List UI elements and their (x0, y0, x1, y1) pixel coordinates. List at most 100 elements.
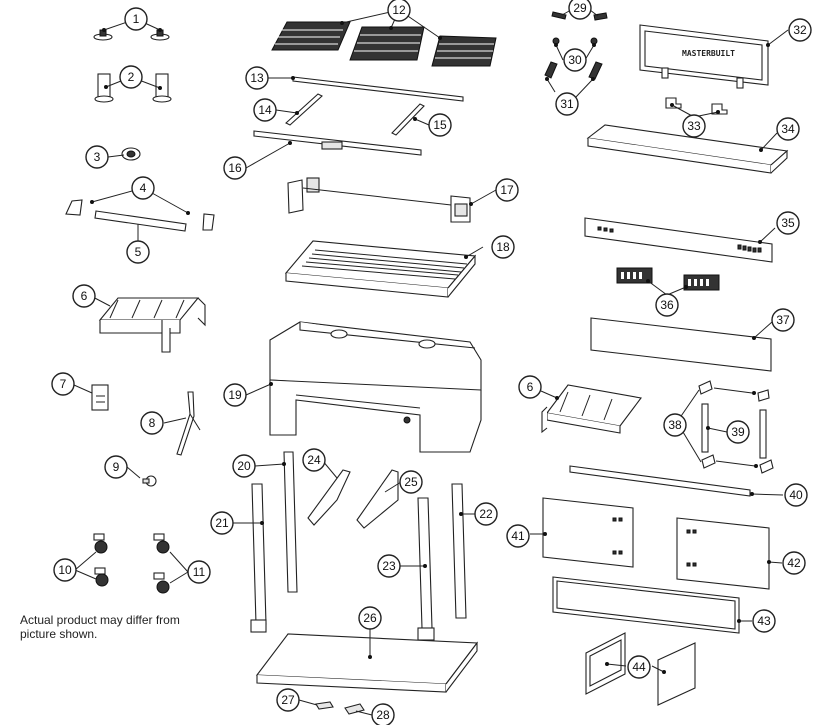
svg-text:7: 7 (60, 377, 67, 391)
leader-dots (90, 21, 771, 674)
part-5-rod (94, 210, 187, 232)
svg-text:15: 15 (433, 118, 447, 132)
svg-text:19: 19 (228, 388, 242, 402)
callout-16: 16 (223, 156, 247, 180)
callout-27: 27 (276, 688, 300, 712)
callout-38: 38 (663, 413, 687, 437)
callout-18: 18 (491, 235, 515, 259)
callout-8: 8 (140, 411, 164, 435)
part-21-leg (250, 483, 267, 633)
callout-2: 2 (119, 65, 143, 89)
svg-text:39: 39 (731, 425, 745, 439)
callout-43: 43 (752, 609, 776, 633)
svg-text:16: 16 (228, 161, 242, 175)
part-14-support (285, 93, 323, 126)
svg-text:5: 5 (135, 245, 142, 259)
part-4-brackets (65, 199, 215, 231)
svg-text:2: 2 (128, 70, 135, 84)
part-2-sleeves (94, 73, 172, 103)
part-32-front-panel: MASTERBUILT (639, 24, 769, 89)
svg-text:31: 31 (560, 97, 574, 111)
callout-3: 3 (85, 145, 109, 169)
svg-text:29: 29 (573, 1, 587, 15)
svg-text:26: 26 (363, 611, 377, 625)
part-26-bottom-shelf (255, 633, 479, 693)
svg-text:12: 12 (392, 3, 406, 17)
svg-text:44: 44 (632, 660, 646, 674)
part-15-support (391, 103, 425, 136)
svg-text:3: 3 (94, 150, 101, 164)
callout-20: 20 (232, 454, 256, 478)
callout-29: 29 (568, 0, 592, 20)
svg-text:43: 43 (757, 614, 771, 628)
callout-10: 10 (53, 558, 77, 582)
svg-text:14: 14 (258, 103, 272, 117)
part-35-control-panel (584, 217, 773, 263)
part-20-leg (283, 451, 298, 593)
part-25-bracket (356, 469, 399, 529)
callout-17: 17 (495, 178, 519, 202)
part-38-brackets (698, 380, 774, 474)
svg-text:38: 38 (668, 418, 682, 432)
callout-40: 40 (784, 483, 808, 507)
callout-26: 26 (358, 606, 382, 630)
part-9-screw (142, 475, 157, 487)
callout-14: 14 (253, 98, 277, 122)
callout-30: 30 (563, 48, 587, 72)
part-3-knob (121, 147, 141, 161)
callout-42: 42 (782, 551, 806, 575)
callout-39: 39 (726, 420, 750, 444)
svg-text:21: 21 (215, 516, 229, 530)
callout-5: 5 (126, 240, 150, 264)
part-7-plate (91, 384, 109, 411)
callout-7: 7 (51, 372, 75, 396)
svg-text:34: 34 (781, 122, 795, 136)
part-6-side-shelf-right (541, 384, 642, 434)
part-8-tool (176, 391, 201, 456)
part-31-handles (544, 61, 603, 80)
callout-34: 34 (776, 117, 800, 141)
svg-text:33: 33 (687, 119, 701, 133)
callout-11: 11 (187, 560, 211, 584)
callout-9: 9 (104, 455, 128, 479)
part-18-tray (284, 240, 477, 298)
svg-text:6: 6 (81, 289, 88, 303)
svg-text:24: 24 (307, 453, 321, 467)
part-33-clips (665, 97, 728, 115)
callout-22: 22 (474, 502, 498, 526)
svg-text:1: 1 (133, 12, 140, 26)
part-43-panel (552, 576, 740, 634)
callout-24: 24 (302, 448, 326, 472)
part-42-door (676, 517, 770, 590)
svg-text:9: 9 (113, 460, 120, 474)
svg-text:37: 37 (776, 313, 790, 327)
part-30-nuts (552, 37, 598, 45)
callout-21: 21 (210, 511, 234, 535)
svg-text:27: 27 (281, 693, 295, 707)
callout-31: 31 (555, 92, 579, 116)
svg-text:30: 30 (568, 53, 582, 67)
part-12-grates (271, 21, 497, 67)
svg-text:32: 32 (793, 23, 807, 37)
callout-35: 35 (776, 211, 800, 235)
callout-44: 44 (627, 655, 651, 679)
svg-text:40: 40 (789, 488, 803, 502)
svg-text:6: 6 (527, 380, 534, 394)
part-17-rod-assembly (287, 177, 471, 223)
svg-text:25: 25 (404, 475, 418, 489)
part-24-bracket (307, 469, 351, 526)
callout-6-left: 6 (72, 284, 96, 308)
svg-text:20: 20 (237, 459, 251, 473)
svg-text:28: 28 (376, 708, 390, 722)
disclaimer-text: Actual product may differ from picture s… (20, 613, 180, 641)
part-27-clip (315, 701, 334, 710)
callout-15: 15 (428, 113, 452, 137)
part-22-leg (451, 483, 467, 619)
part-36-knob-panels (616, 267, 720, 291)
callout-32: 32 (788, 18, 812, 42)
callout-1: 1 (124, 7, 148, 31)
callout-37: 37 (771, 308, 795, 332)
callout-13: 13 (245, 66, 269, 90)
svg-text:8: 8 (149, 416, 156, 430)
